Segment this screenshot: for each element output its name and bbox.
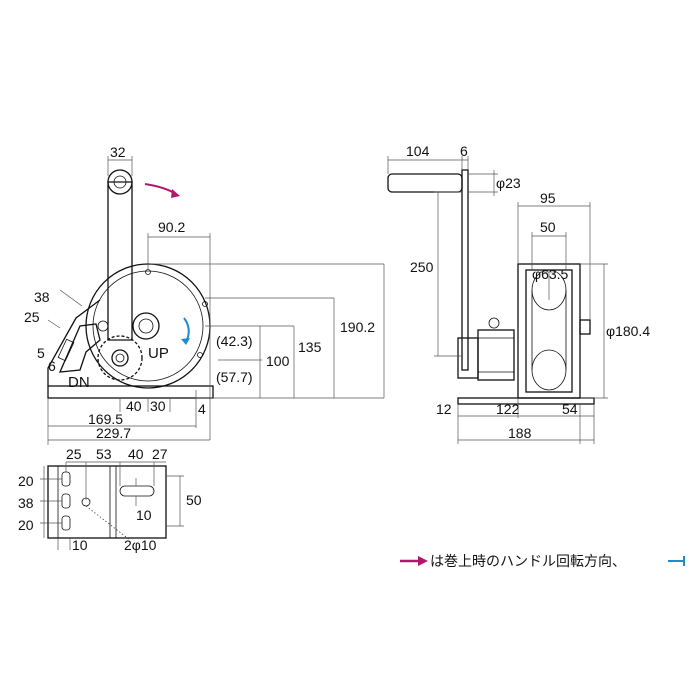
dim-5: 5 [37, 345, 45, 361]
side-gear [477, 329, 515, 381]
dim-base-slot-10: 10 [136, 507, 152, 523]
base-hole-bottom [61, 515, 71, 531]
legend-text: は巻上時のハンドル回転方向、 [430, 554, 626, 570]
gear-hole [115, 353, 125, 363]
dim-base-40: 40 [128, 446, 144, 462]
dim-190-2: 190.2 [340, 319, 375, 335]
drum-inner [92, 270, 204, 382]
dim-base-38: 38 [18, 495, 34, 511]
side-drum-bottom [531, 349, 567, 391]
dim-base-2phi10: 2φ10 [124, 537, 157, 553]
side-nut [488, 317, 500, 329]
base-hole-mid [61, 493, 71, 509]
drum-shaft [132, 312, 160, 340]
side-base [457, 397, 595, 405]
pawl-pivot [97, 320, 109, 332]
ratchet-gear [97, 335, 143, 381]
dim-base-50: 50 [186, 492, 202, 508]
frame-left [47, 299, 101, 386]
base-slot [119, 485, 155, 497]
dim-4: 4 [198, 401, 206, 417]
up-label: UP [148, 345, 169, 362]
drum-outer [85, 263, 211, 389]
dim-95: 95 [540, 190, 556, 206]
pawl-slot [57, 338, 75, 362]
side-bolt [579, 319, 591, 335]
dim-38: 38 [34, 289, 50, 305]
drum-shaft-inner [138, 318, 154, 334]
legend: は巻上時のハンドル回転方向、 [400, 554, 685, 570]
dim-phi63-5: φ63.5 [532, 266, 569, 282]
dim-169-5: 169.5 [88, 411, 123, 427]
side-view: 104 6 φ23 95 50 250 φ63.5 φ180.4 [387, 143, 650, 444]
handle-arm [107, 181, 133, 341]
bolt [197, 352, 203, 358]
legend-magenta-arrow-head [418, 556, 428, 566]
dim-188: 188 [508, 425, 532, 441]
dim-base-20a: 20 [18, 473, 34, 489]
dim-135: 135 [298, 339, 322, 355]
dim-100: 100 [266, 353, 290, 369]
handle-grip [107, 169, 133, 195]
dim-base-25: 25 [66, 446, 82, 462]
dim-12: 12 [436, 401, 452, 417]
bolt [202, 301, 208, 307]
front-view: DN UP 32 90.2 190.2 135 100 (42.3) (57.7… [24, 144, 385, 445]
dim-30: 30 [150, 398, 166, 414]
dim-base-20b: 20 [18, 517, 34, 533]
dim-drum-offset: 90.2 [158, 219, 185, 235]
dim-handle-width: 32 [110, 144, 126, 160]
dim-base-27: 27 [152, 446, 168, 462]
dim-122: 122 [496, 401, 520, 417]
pawl [58, 323, 101, 373]
dim-phi180-4: φ180.4 [606, 323, 650, 339]
handle-arrow-head [171, 189, 180, 198]
gear-nut [111, 349, 129, 367]
side-handle-arm [461, 169, 469, 371]
dim-104: 104 [406, 143, 430, 159]
dim-base-10: 10 [72, 537, 88, 553]
handle-grip-inner [113, 175, 127, 189]
dim-6-side: 6 [460, 143, 468, 159]
dn-label: DN [68, 374, 90, 391]
base-outline [47, 465, 167, 539]
dim-57-7: (57.7) [216, 369, 253, 385]
bolt [145, 269, 151, 275]
dim-6: 6 [48, 358, 56, 374]
handle-rotation-arrow [144, 183, 177, 195]
dim-54: 54 [562, 401, 578, 417]
dim-229-7: 229.7 [96, 425, 131, 441]
dim-250: 250 [410, 259, 434, 275]
dim-40: 40 [126, 398, 142, 414]
base-hole-top [61, 471, 71, 487]
up-arrow-head [181, 338, 190, 345]
dim-25: 25 [24, 309, 40, 325]
dim-phi23: φ23 [496, 175, 521, 191]
dim-42-3: (42.3) [216, 333, 253, 349]
dim-base-53: 53 [96, 446, 112, 462]
base-view: 25 53 40 27 20 38 20 50 10 10 2φ10 [18, 446, 202, 553]
dim-50: 50 [540, 219, 556, 235]
side-handle-grip [387, 173, 463, 193]
